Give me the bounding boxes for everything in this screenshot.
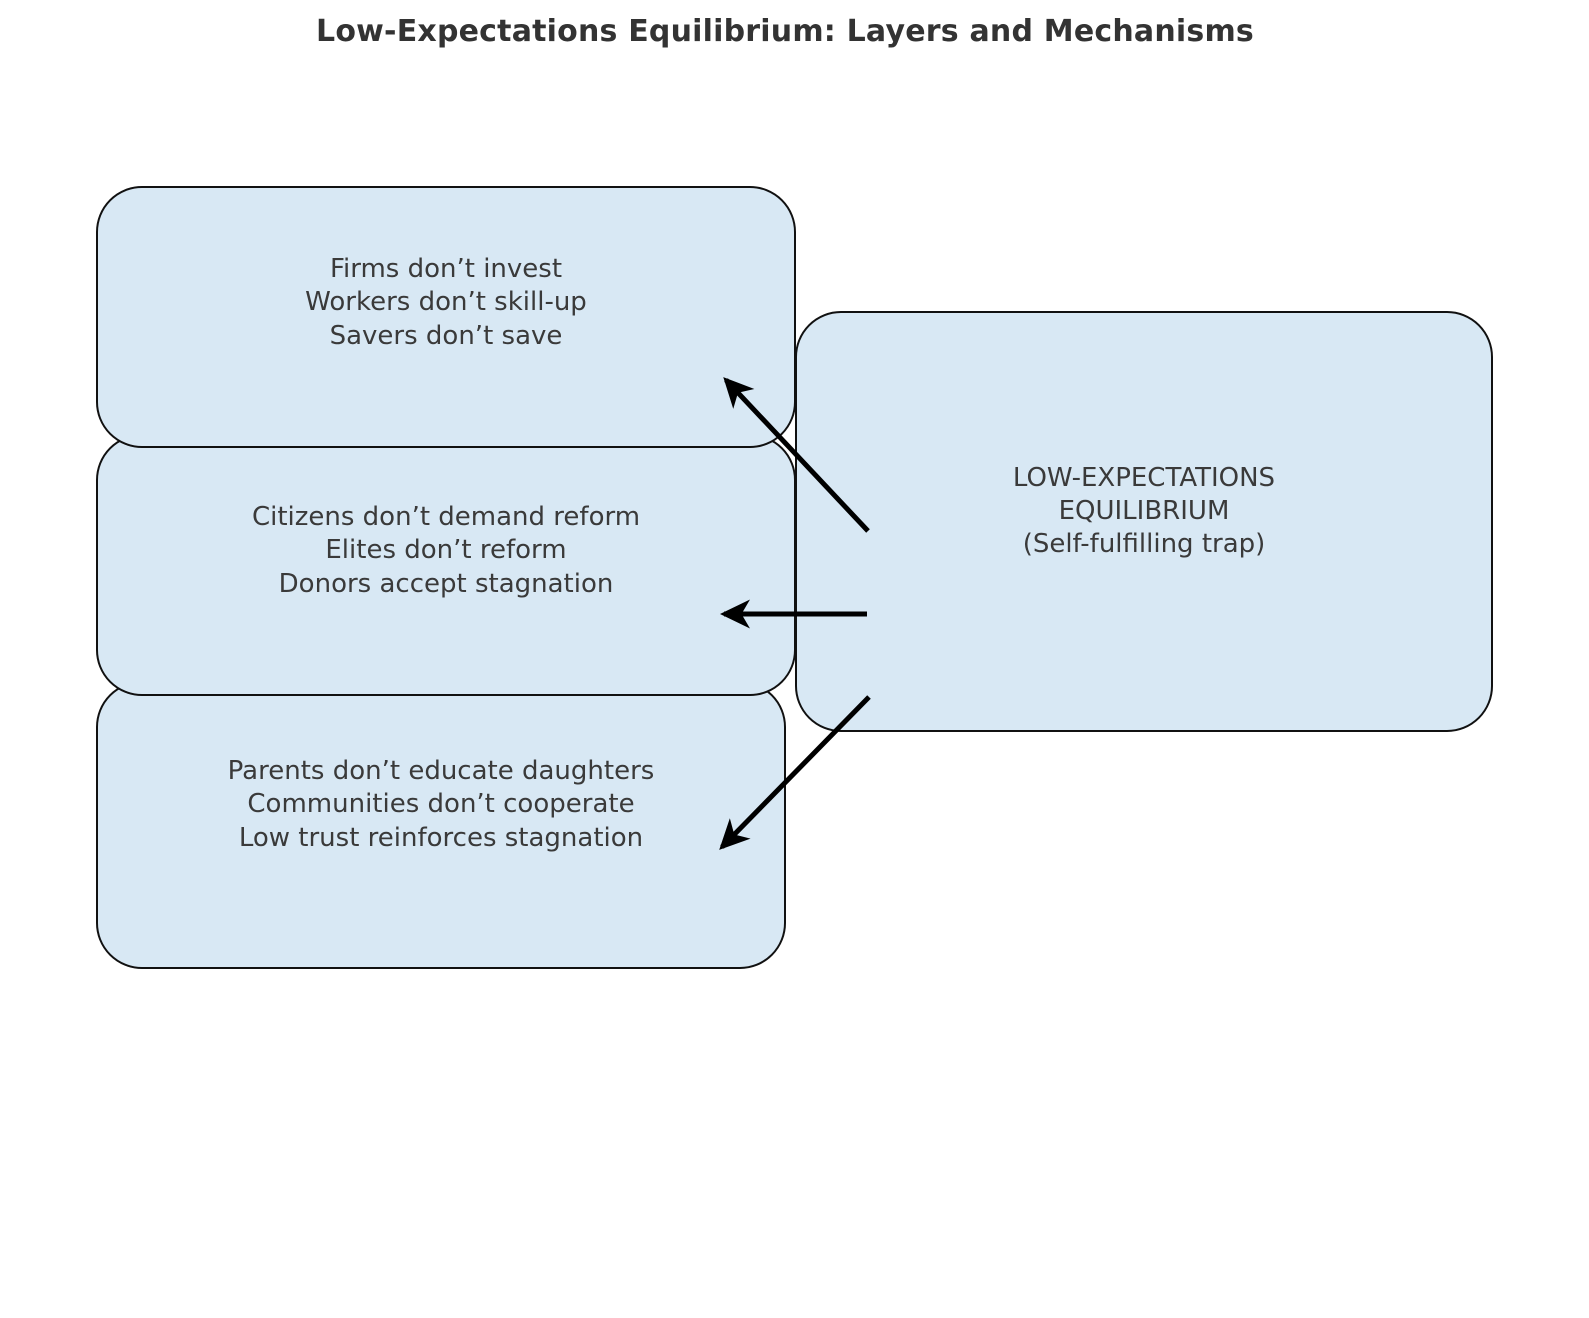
node-economic-layer[interactable]: Firms don’t invest Workers don’t skill-u… bbox=[96, 186, 796, 448]
node-equilibrium-text: LOW-EXPECTATIONS EQUILIBRIUM (Self-fulfi… bbox=[1012, 462, 1276, 560]
node-political-layer[interactable]: Citizens don’t demand reform Elites don’… bbox=[96, 434, 796, 696]
node-social-layer[interactable]: Parents don’t educate daughters Communit… bbox=[96, 681, 786, 969]
node-equilibrium[interactable]: LOW-EXPECTATIONS EQUILIBRIUM (Self-fulfi… bbox=[795, 311, 1493, 732]
node-political-layer-text: Citizens don’t demand reform Elites don’… bbox=[251, 502, 641, 599]
node-economic-layer-text: Firms don’t invest Workers don’t skill-u… bbox=[305, 254, 587, 351]
node-social-layer-text: Parents don’t educate daughters Communit… bbox=[227, 756, 655, 853]
page-title: Low-Expectations Equilibrium: Layers and… bbox=[316, 14, 1254, 49]
